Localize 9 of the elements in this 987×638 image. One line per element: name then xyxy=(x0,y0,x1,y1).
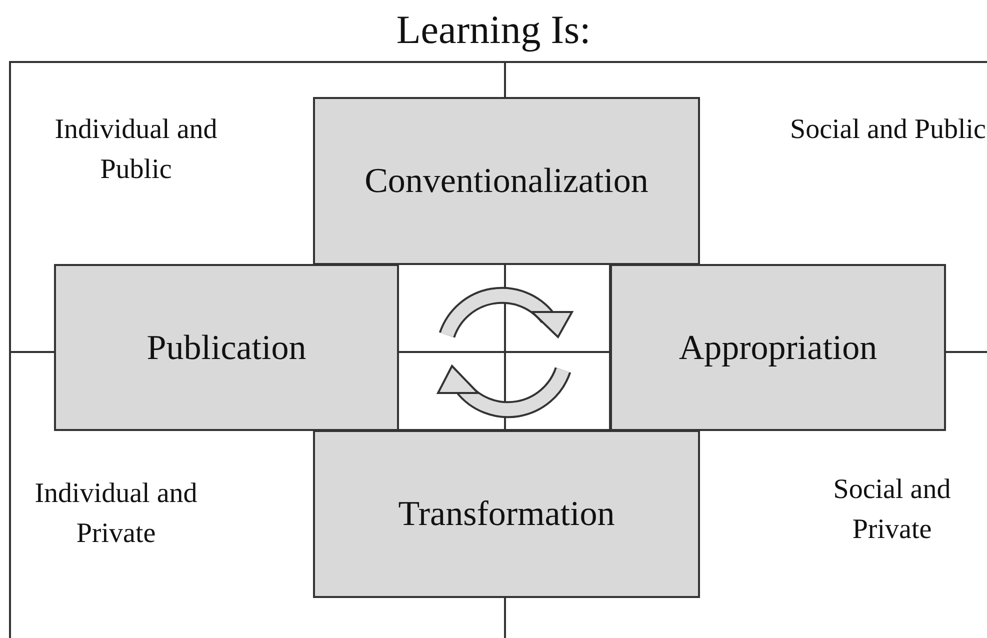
quadrant-label: Individual and Public xyxy=(54,113,218,187)
quadrant-label: Social and Public xyxy=(789,113,987,147)
quadrant-label: Social and Private xyxy=(832,473,952,547)
concept-box: Publication xyxy=(54,264,399,431)
concept-box: Conventionalization xyxy=(313,97,700,265)
quadrant-label: Individual and Private xyxy=(34,477,198,551)
diagram-title: Learning Is: xyxy=(395,6,592,53)
concept-box: Appropriation xyxy=(610,264,946,431)
concept-box: Transformation xyxy=(313,430,700,598)
